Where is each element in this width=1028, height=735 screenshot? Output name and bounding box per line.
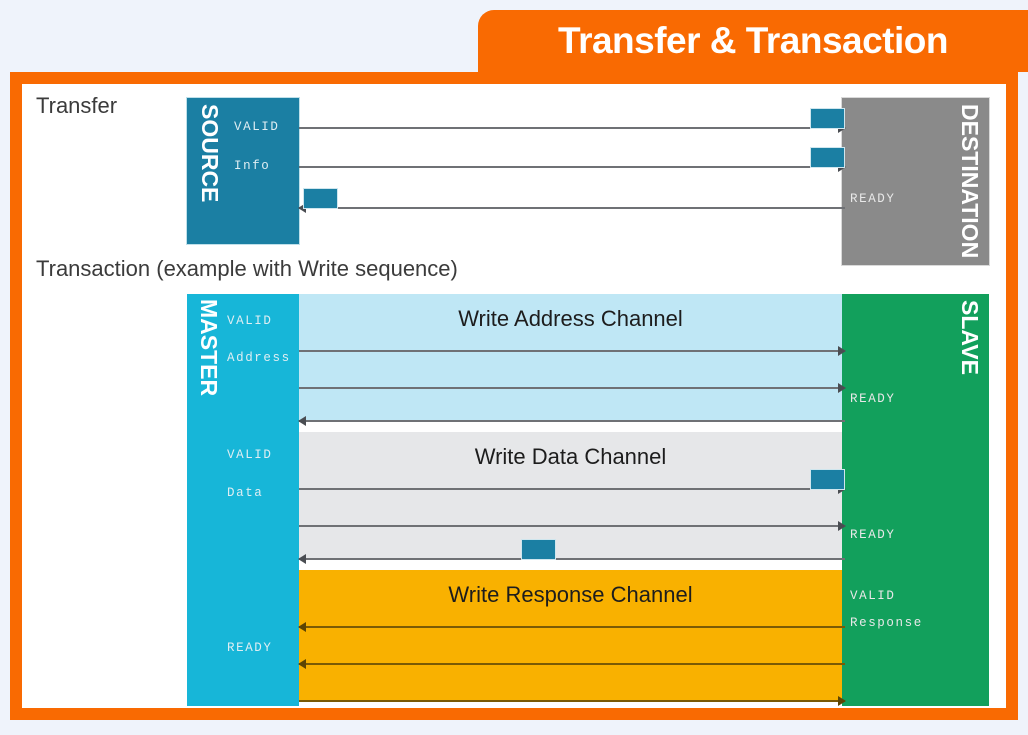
arrowhead-left-icon: [298, 659, 306, 669]
master-signal-ready: READY: [227, 641, 273, 655]
master-block: MASTER VALID Address VALID Data READY: [187, 294, 299, 706]
write-data-marker-wready-pulse: [522, 540, 555, 559]
banner-title: Transfer & Transaction: [558, 20, 948, 61]
arrowhead-right-icon: [838, 521, 846, 531]
arrowhead-right-icon: [838, 162, 846, 172]
write-address-arrow-awvalid: [299, 346, 846, 356]
slave-block-title: SLAVE: [957, 300, 983, 375]
diagram-card-frame: Transfer SOURCE VALID Info DESTINATION R…: [10, 72, 1018, 720]
arrowhead-right-icon: [838, 346, 846, 356]
write-data-channel-title: Write Data Channel: [474, 444, 667, 469]
destination-block-title: DESTINATION: [957, 104, 983, 259]
write-response-channel-title: Write Response Channel: [448, 582, 693, 607]
write-data-arrow-wdata: [299, 521, 846, 531]
slave-signal-response: Response: [850, 616, 923, 630]
transfer-marker-ready-pulse: [304, 189, 337, 208]
master-signal-address: Address: [227, 351, 291, 365]
transfer-marker-valid-pulse: [811, 109, 844, 128]
master-block-title: MASTER: [196, 299, 222, 397]
arrowhead-right-icon: [838, 696, 846, 706]
destination-block: DESTINATION READY: [842, 98, 989, 265]
source-block-title: SOURCE: [197, 104, 223, 203]
arrowhead-left-icon: [298, 416, 306, 426]
write-response-arrow-bready: [299, 696, 846, 706]
write-address-channel-title: Write Address Channel: [458, 306, 683, 331]
arrowhead-left-icon: [298, 622, 306, 632]
arrowhead-left-icon: [298, 203, 306, 213]
transfer-arrow-info: [299, 162, 846, 172]
arrowhead-right-icon: [838, 123, 846, 133]
slave-signal-ready-data: READY: [850, 528, 896, 542]
write-address-arrow-awready: [298, 416, 845, 426]
slave-block: SLAVE READY READY VALID Response: [842, 294, 989, 706]
destination-signal-ready: READY: [850, 192, 896, 206]
arrowhead-right-icon: [838, 383, 846, 393]
master-signal-data: Data: [227, 486, 264, 500]
write-response-channel-band: Write Response Channel: [299, 570, 842, 702]
slave-signal-ready-addr: READY: [850, 392, 896, 406]
write-response-arrow-bvalid: [298, 622, 845, 632]
diagram-panel: Transfer SOURCE VALID Info DESTINATION R…: [22, 84, 1006, 708]
slave-signal-valid-resp: VALID: [850, 589, 896, 603]
master-signal-valid-addr: VALID: [227, 314, 273, 328]
transfer-arrow-valid: [299, 123, 846, 133]
write-data-arrow-wready: [298, 554, 845, 564]
master-signal-valid-data: VALID: [227, 448, 273, 462]
transfer-marker-info-pulse: [811, 148, 844, 167]
write-address-arrow-awaddr: [299, 383, 846, 393]
arrowhead-left-icon: [298, 554, 306, 564]
transaction-section-label: Transaction (example with Write sequence…: [36, 256, 458, 281]
write-data-channel-band: Write Data Channel: [299, 432, 842, 560]
write-address-channel-band: Write Address Channel: [299, 294, 842, 422]
source-signal-info: Info: [234, 159, 271, 173]
title-banner: Transfer & Transaction: [478, 10, 1028, 72]
write-data-marker-wvalid-pulse: [811, 470, 844, 489]
source-block: SOURCE VALID Info: [187, 98, 299, 244]
transfer-arrow-ready: [298, 203, 845, 213]
source-signal-valid: VALID: [234, 120, 280, 134]
write-response-arrow-bresp: [298, 659, 845, 669]
arrowhead-right-icon: [838, 484, 846, 494]
transfer-section-label: Transfer: [36, 93, 118, 118]
write-data-arrow-wvalid: [299, 484, 846, 494]
